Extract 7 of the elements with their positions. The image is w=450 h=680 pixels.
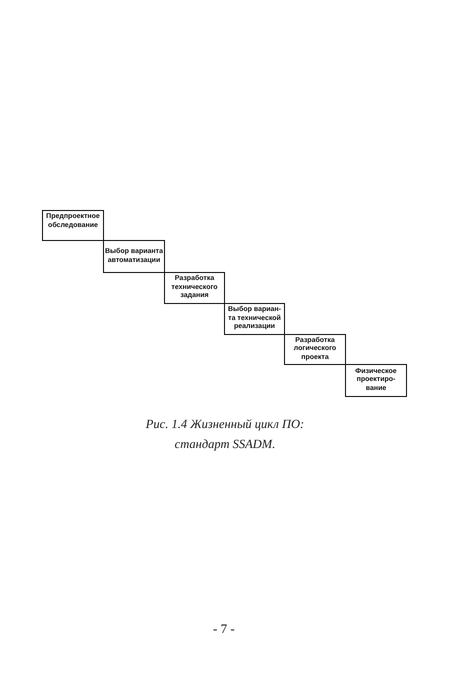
process-box: [164, 272, 225, 304]
page-number: - 7 -: [213, 621, 235, 637]
process-box: [103, 240, 165, 273]
process-box: [345, 364, 407, 397]
figure-caption: Рис. 1.4 Жизненный цикл ПО: стандарт SSADM.: [144, 416, 306, 453]
process-box: [42, 210, 104, 241]
process-box: [284, 334, 346, 365]
